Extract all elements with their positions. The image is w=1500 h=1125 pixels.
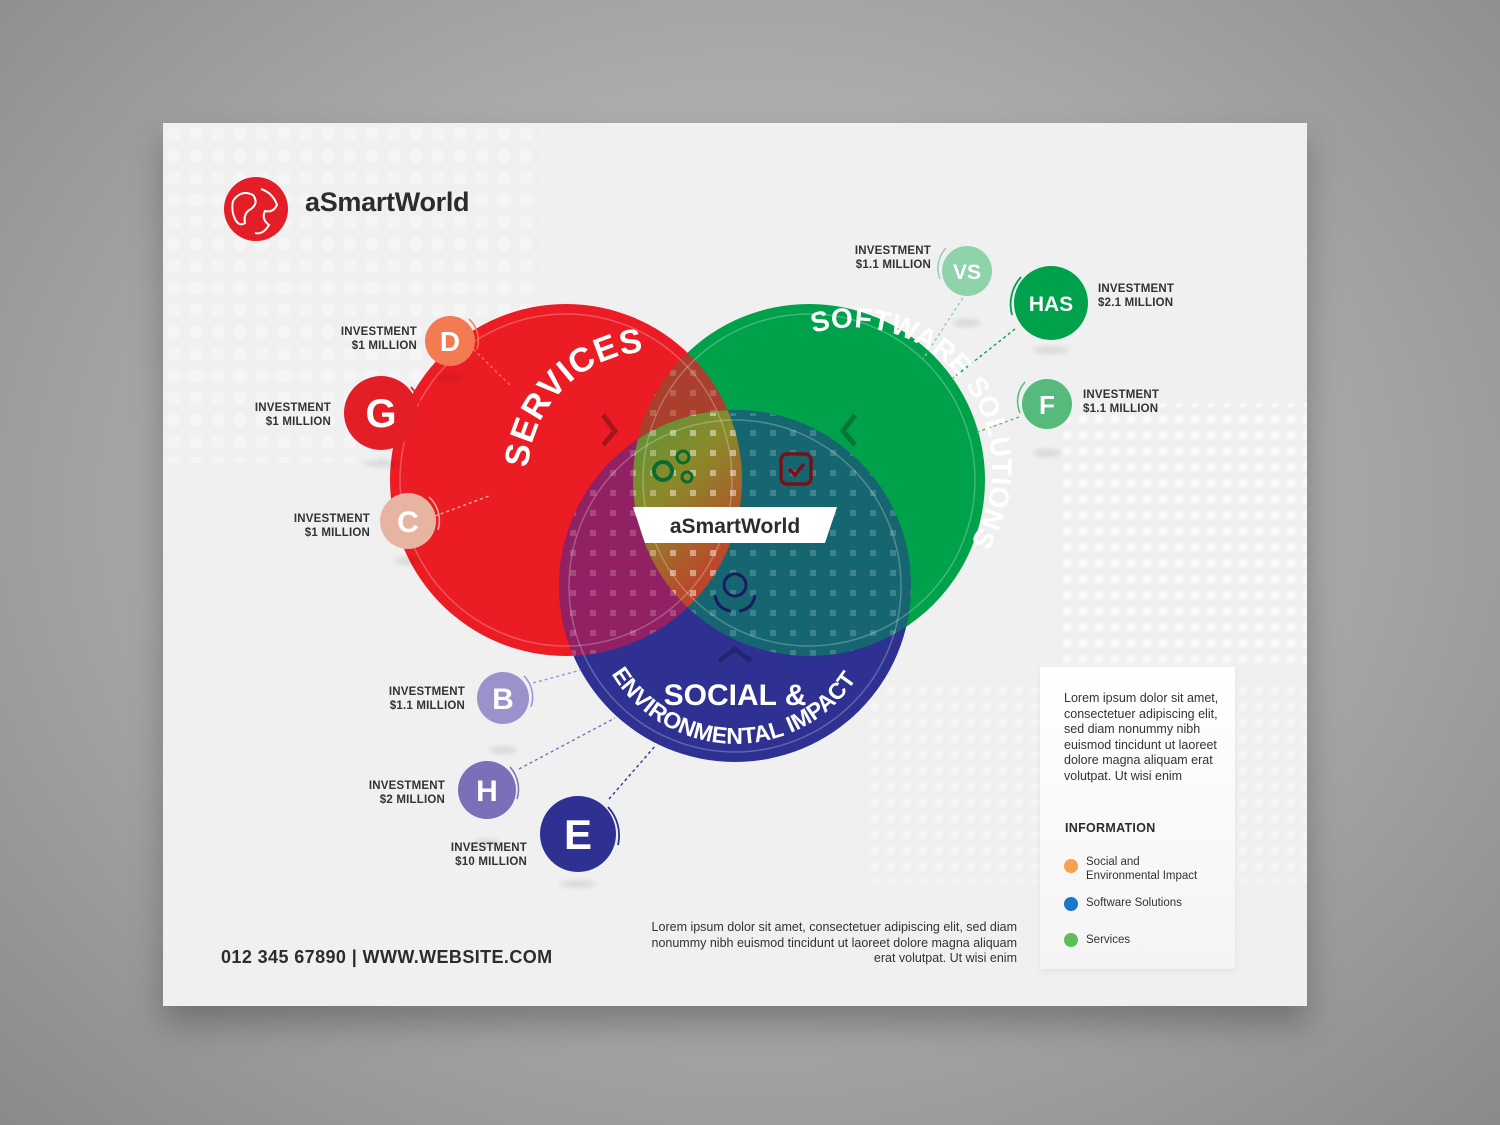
node-d-letter: D [440,326,460,357]
node-h [458,761,520,819]
node-d-investment: INVESTMENT$1 MILLION [340,326,417,352]
info-panel: Lorem ipsum dolor sit amet, consectetuer… [1040,667,1235,969]
node-has [1009,266,1088,340]
node-e [540,796,620,872]
center-banner [633,507,837,543]
legend-dot-blue-icon [1064,897,1078,911]
node-g [344,376,423,450]
node-vs-investment: INVESTMENT$1.1 MILLION [854,245,931,271]
legend-dot-orange-icon [1064,859,1078,873]
node-has-investment: INVESTMENT$2.1 MILLION [1098,283,1175,309]
node-b [477,672,534,724]
node-f-investment: INVESTMENT$1.1 MILLION [1083,389,1160,415]
node-e-letter: E [564,811,592,858]
node-c [380,493,441,549]
social-label-line1: SOCIAL & [664,679,807,712]
node-vs [937,246,992,296]
legend-item-social: Social and Environmental Impact [1064,855,1216,883]
legend-label: Social and Environmental Impact [1086,856,1198,882]
contact-line: 012 345 67890 | WWW.WEBSITE.COM [221,947,553,967]
legend-label: Software Solutions [1086,897,1182,909]
node-e-investment: INVESTMENT$10 MILLION [450,842,527,868]
center-label: aSmartWorld [670,515,800,538]
globe-hands-icon [713,572,757,613]
node-f [1016,379,1072,429]
legend-label: Services [1086,934,1131,946]
node-has-letter: HAS [1029,293,1073,316]
legend-item-software: Software Solutions [1064,896,1216,911]
info-panel-description: Lorem ipsum dolor sit amet, consectetuer… [1064,691,1219,783]
node-c-letter: C [397,506,419,539]
globe-logo-icon [224,177,288,241]
node-b-investment: INVESTMENT$1.1 MILLION [388,686,465,712]
info-panel-heading: INFORMATION [1065,821,1156,835]
node-g-investment: INVESTMENT$1 MILLION [254,402,331,428]
node-h-investment: INVESTMENT$2 MILLION [368,780,445,806]
node-vs-letter: VS [953,261,981,284]
brand-name: aSmartWorld [305,187,470,217]
node-g-letter: G [365,392,396,436]
node-b-letter: B [492,683,514,716]
node-f-letter: F [1039,390,1055,420]
legend-item-services: Services [1064,933,1216,947]
node-d [425,316,480,366]
footer-text: Lorem ipsum dolor sit amet, consectetuer… [651,920,1018,965]
checkbox-icon [779,452,813,486]
legend-dot-green-icon [1064,933,1078,947]
node-h-letter: H [476,775,498,808]
gears-icon [652,449,694,484]
infographic-board: D G C VS HAS F B H E aSmartWorld SERVICE… [163,123,1307,1006]
node-c-investment: INVESTMENT$1 MILLION [293,513,370,539]
